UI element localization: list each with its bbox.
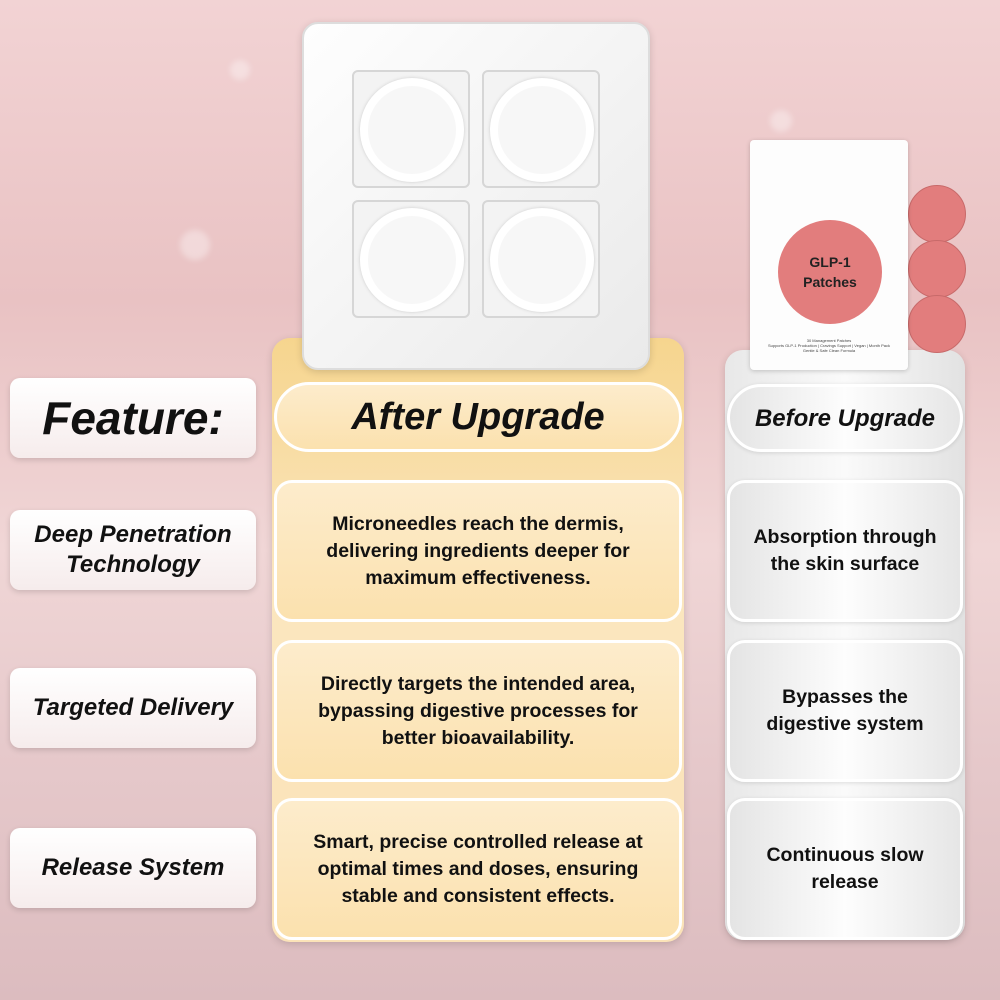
tray-well — [352, 200, 470, 318]
patch-sticker — [908, 185, 966, 243]
before-cell: Absorption through the skin surface — [727, 480, 963, 622]
patch-disc — [490, 78, 594, 182]
patch-sticker — [908, 295, 966, 353]
feature-label: Release System — [10, 828, 256, 908]
patch-disc — [490, 208, 594, 312]
after-cell: Directly targets the intended area, bypa… — [274, 640, 682, 782]
feature-header: Feature: — [10, 378, 256, 458]
patch-disc — [360, 208, 464, 312]
after-cell: Smart, precise controlled release at opt… — [274, 798, 682, 940]
bokeh — [230, 60, 250, 80]
before-cell: Continuous slow release — [727, 798, 963, 940]
tray-well — [482, 200, 600, 318]
package-subtitle: Gentle & Safe Clean Formula — [802, 348, 856, 353]
package-title: Patches — [803, 274, 857, 290]
after-cell: Microneedles reach the dermis, deliverin… — [274, 480, 682, 622]
feature-label: Deep Penetration Technology — [10, 510, 256, 590]
package-subtitle: Supports GLP-1 Production | Cravings Sup… — [767, 343, 891, 348]
patch-sticker — [908, 240, 966, 298]
after-upgrade-header: After Upgrade — [274, 382, 682, 452]
package-subtitle: 30 Management Patches — [806, 338, 852, 343]
product-tray-image — [302, 22, 650, 370]
tray-well — [352, 70, 470, 188]
patch-disc — [360, 78, 464, 182]
before-cell: Bypasses the digestive system — [727, 640, 963, 782]
tray-well — [482, 70, 600, 188]
bokeh — [180, 230, 210, 260]
package-title: GLP-1 — [809, 254, 851, 270]
before-upgrade-header: Before Upgrade — [727, 384, 963, 452]
package-label-circle: GLP-1 Patches — [778, 220, 882, 324]
feature-label: Targeted Delivery — [10, 668, 256, 748]
glp1-package-image: GLP-1 Patches 30 Management Patches Supp… — [750, 140, 908, 370]
bokeh — [770, 110, 792, 132]
